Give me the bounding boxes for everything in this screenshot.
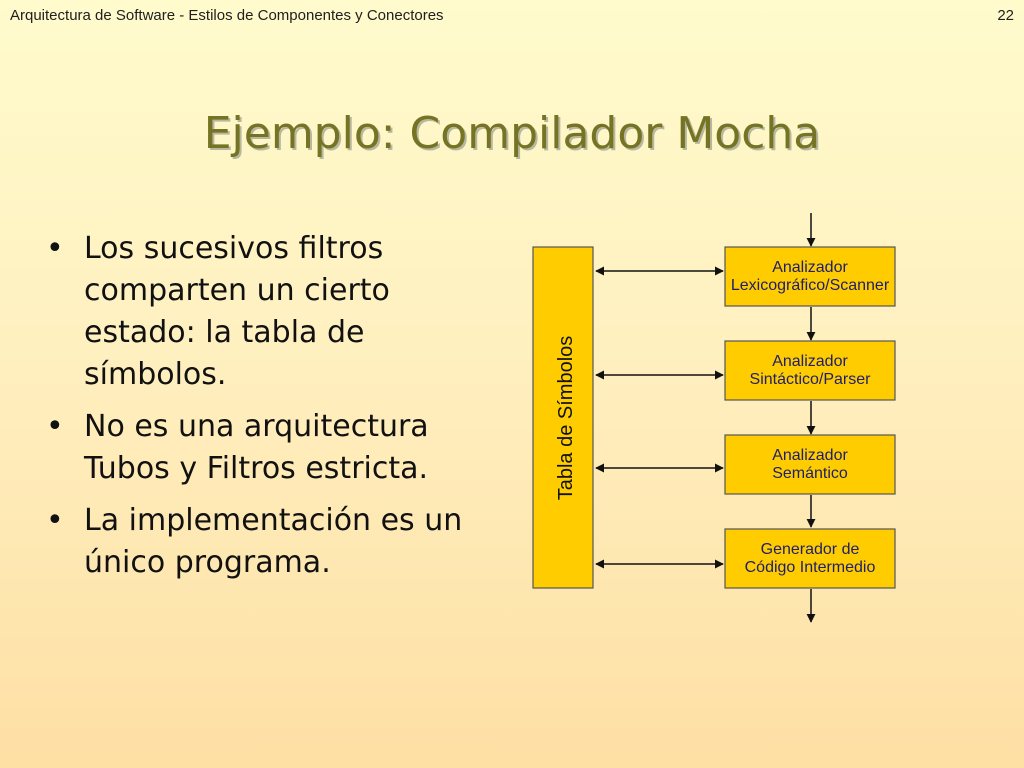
bullet-dot-icon: • [46,409,64,444]
stage-box-codegen [724,528,896,589]
stage-label: Analizador [772,353,848,370]
stage-label: Analizador [772,447,848,464]
stage-label: Sintáctico/Parser [750,371,872,388]
bullet-item: • La implementación es un único programa… [44,500,484,584]
bullet-dot-icon: • [46,503,64,538]
stage-label: Analizador [772,259,848,276]
bullet-dot-icon: • [46,231,64,266]
bullet-text: No es una arquitectura Tubos y Filtros e… [84,409,429,486]
slide-header-title: Arquitectura de Software - Estilos de Co… [10,7,444,24]
symbol-table-box [532,246,594,589]
stage-label: Semántico [772,465,848,482]
symbol-table-label: Tabla de Símbolos [555,336,577,501]
stage-box-parser [724,340,896,401]
stage-label: Código Intermedio [745,559,876,576]
bullet-item: • Los sucesivos filtros comparten un cie… [44,228,484,396]
bullet-text: La implementación es un único programa. [84,503,463,580]
bullet-item: • No es una arquitectura Tubos y Filtros… [44,406,484,490]
stage-box-semantic [724,434,896,495]
stage-label: Generador de [761,541,860,558]
stage-label: Lexicográfico/Scanner [731,277,890,294]
slide-title: Ejemplo: Compilador Mocha [203,108,821,159]
slide-page-number: 22 [997,7,1014,24]
bullet-text: Los sucesivos filtros comparten un ciert… [84,231,390,392]
stage-box-lexer [724,246,896,307]
bullet-list: • Los sucesivos filtros comparten un cie… [44,228,484,594]
